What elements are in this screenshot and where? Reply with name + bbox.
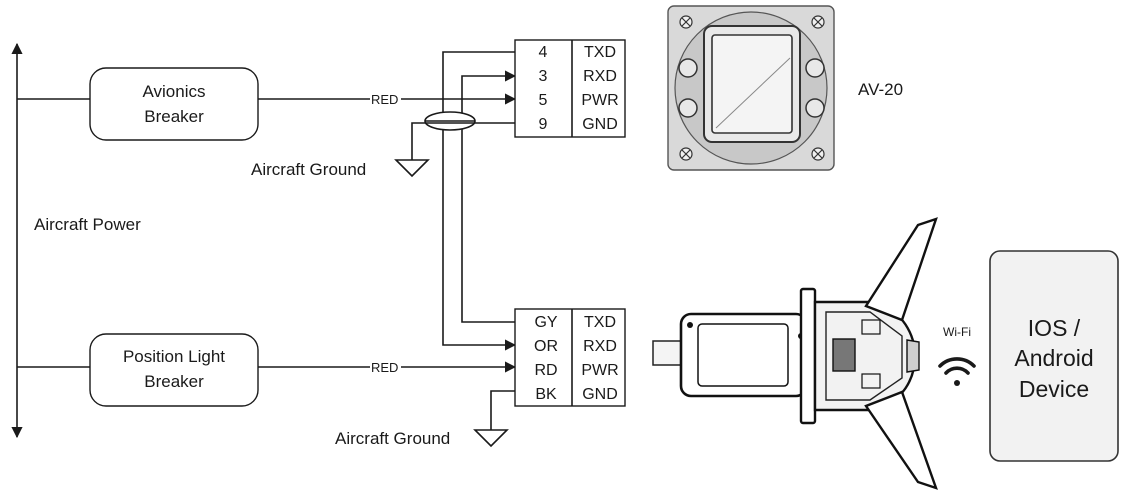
- transceiver-signal-2: RXD: [583, 338, 617, 355]
- device-label-2: Android: [1014, 345, 1093, 371]
- av20-pin-2: 3: [539, 68, 548, 85]
- device-label-1: IOS /: [1028, 315, 1081, 341]
- avionics-breaker-label-1: Avionics: [143, 82, 206, 101]
- transceiver-signal-3: PWR: [581, 362, 618, 379]
- avionics-wire-color-label: RED: [371, 92, 398, 107]
- av20-pin-3: 5: [539, 92, 548, 109]
- av20-pin-4: 9: [539, 116, 548, 133]
- device-label-3: Device: [1019, 376, 1089, 402]
- av20-signal-1: TXD: [584, 44, 616, 61]
- aircraft-power-label: Aircraft Power: [34, 215, 141, 234]
- avionics-breaker-label-2: Breaker: [144, 107, 204, 126]
- av20-pin-1: 4: [539, 44, 548, 61]
- rxd-to-txd-wire: [461, 70, 517, 323]
- wifi-icon: [938, 357, 976, 386]
- transceiver-pin-3: RD: [534, 362, 557, 379]
- transceiver-signal-4: GND: [582, 386, 618, 403]
- aircraft-ground-label-bottom: Aircraft Ground: [335, 429, 450, 448]
- av20-signal-3: PWR: [581, 92, 618, 109]
- position-wire-color-label: RED: [371, 360, 398, 375]
- transceiver-pin-4: BK: [535, 386, 557, 403]
- av20-signal-2: RXD: [583, 68, 617, 85]
- ground-symbol-top: [394, 159, 430, 178]
- mobile-device-box: [989, 250, 1119, 462]
- aircraft-ground-label-top: Aircraft Ground: [251, 160, 366, 179]
- position-breaker-label-1: Position Light: [123, 347, 225, 366]
- avionics-breaker: [89, 67, 259, 141]
- transceiver-connector: [514, 308, 626, 407]
- av20-instrument: [667, 5, 835, 171]
- av20-signal-4: GND: [582, 116, 618, 133]
- transceiver-pin-2: OR: [534, 338, 558, 355]
- txd-to-rxd-wire: [442, 51, 517, 351]
- av20-label: AV-20: [858, 80, 903, 99]
- position-light-breaker: [89, 333, 259, 407]
- position-breaker-label-2: Breaker: [144, 372, 204, 391]
- av20-connector: [514, 39, 626, 138]
- transceiver-module: [652, 217, 938, 490]
- transceiver-signal-1: TXD: [584, 314, 616, 331]
- wifi-label: Wi-Fi: [943, 325, 971, 339]
- transceiver-ground-wire: [490, 390, 515, 430]
- av20-ground-wire: [411, 122, 515, 160]
- transceiver-pin-1: GY: [534, 314, 557, 331]
- ground-symbol-bottom: [473, 429, 509, 448]
